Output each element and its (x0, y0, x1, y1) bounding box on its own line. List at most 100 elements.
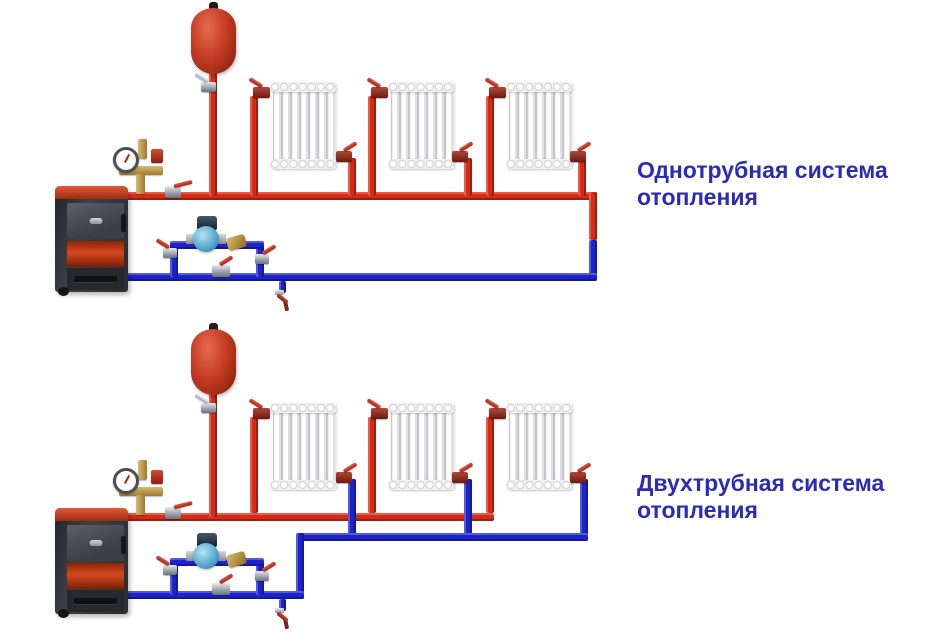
boiler-lower-door (67, 268, 124, 290)
safety-valve-icon (151, 470, 163, 484)
radiator-outlet-valve (336, 151, 352, 162)
safety-valve-icon (151, 149, 163, 163)
return-collector-pipe (300, 533, 588, 541)
radiator-supply-riser (368, 96, 376, 196)
pump-flange (217, 551, 226, 561)
boiler-foot (58, 609, 69, 618)
expansion-tank-riser-pipe (209, 70, 217, 196)
two-pipe-label: Двухтрубная система отопления (637, 470, 884, 524)
pump-flange (186, 551, 195, 561)
boiler-supply-valve (165, 507, 181, 519)
radiator-supply-riser (250, 417, 258, 513)
end-downcomer-blue (589, 240, 597, 281)
return-main-pipe (122, 273, 597, 281)
two-pipe-label-line1: Двухтрубная система (637, 470, 885, 496)
pump-bypass-left-pipe (170, 560, 178, 595)
boiler-firebox (67, 563, 124, 589)
drain-valve (272, 608, 294, 630)
radiator (271, 403, 337, 490)
pump-isolation-valve (163, 565, 177, 575)
radiator-return-drop (348, 158, 356, 196)
expansion-tank (191, 8, 236, 74)
radiator (507, 403, 573, 490)
expansion-tank (191, 329, 236, 395)
pump-flange (217, 234, 226, 244)
expansion-tank-riser-pipe (209, 391, 217, 517)
boiler-door-handle (89, 218, 102, 224)
radiator-inlet-valve (371, 87, 388, 98)
radiator-inlet-valve (253, 408, 270, 419)
safety-group-manifold (119, 487, 163, 496)
boiler-foot (58, 287, 69, 296)
circulation-pump (193, 543, 219, 569)
boiler-upper-door (67, 525, 124, 561)
boiler-vent-slot (74, 598, 117, 604)
safety-group-connector (136, 174, 145, 194)
radiator-supply-riser (486, 96, 494, 196)
radiator-outlet-valve (452, 151, 468, 162)
pressure-gauge-icon (113, 147, 139, 173)
safety-group-connector (136, 495, 145, 515)
radiator-outlet-valve (570, 472, 586, 483)
radiator-outlet-valve (452, 472, 468, 483)
radiator-supply-riser (368, 417, 376, 513)
radiator (389, 403, 455, 490)
pressure-gauge-icon (113, 468, 139, 494)
radiator-inlet-valve (489, 408, 506, 419)
radiator-return-drop (580, 479, 588, 541)
return-downcomer-pipe (296, 533, 304, 599)
radiator (389, 82, 455, 169)
expansion-tank-cap (209, 323, 218, 332)
boiler (55, 508, 128, 618)
radiator-inlet-valve (489, 87, 506, 98)
expansion-tank-valve (201, 403, 216, 413)
boiler-side-lever (121, 536, 126, 554)
boiler-top-panel (55, 186, 128, 199)
radiator-inlet-valve (253, 87, 270, 98)
pump-isolation-valve (163, 248, 177, 258)
boiler-return-pipe (122, 591, 304, 599)
bypass-main-valve (212, 583, 230, 595)
radiator (271, 82, 337, 169)
single-pipe-label: Однотрубная система отопления (637, 157, 888, 211)
drain-spout (282, 299, 290, 312)
radiator-outlet-valve (336, 472, 352, 483)
radiator-supply-riser (486, 417, 494, 513)
single-pipe-label-line1: Однотрубная система (637, 157, 888, 183)
boiler-firebox (67, 241, 124, 267)
radiator-return-drop (348, 479, 356, 541)
radiator-outlet-valve (570, 151, 586, 162)
supply-main-pipe (108, 513, 494, 521)
boiler-vent-slot (74, 276, 117, 282)
circulation-pump (193, 226, 219, 252)
two-pipe-label-line2: отопления (637, 497, 758, 523)
bypass-main-valve (212, 265, 230, 277)
radiator-inlet-valve (371, 408, 388, 419)
end-downcomer-red (589, 192, 597, 240)
boiler (55, 186, 128, 296)
drain-spout (282, 617, 290, 630)
expansion-tank-cap (209, 2, 218, 11)
safety-group-manifold (119, 166, 163, 175)
boiler-top-panel (55, 508, 128, 521)
drain-stub-pipe (279, 599, 286, 611)
pump-isolation-valve (255, 571, 269, 581)
radiator-return-drop (464, 158, 472, 196)
radiator-supply-riser (250, 96, 258, 196)
boiler-upper-door (67, 203, 124, 239)
radiator-return-drop (578, 158, 586, 196)
air-vent-icon (138, 460, 147, 480)
radiator (507, 82, 573, 169)
boiler-door-handle (89, 540, 102, 546)
single-pipe-label-line2: отопления (637, 184, 758, 210)
boiler-supply-valve (165, 186, 181, 198)
air-vent-icon (138, 139, 147, 159)
pump-flange (186, 234, 195, 244)
boiler-side-lever (121, 214, 126, 232)
expansion-tank-valve (201, 82, 216, 92)
boiler-lower-door (67, 590, 124, 612)
drain-valve (272, 290, 294, 312)
